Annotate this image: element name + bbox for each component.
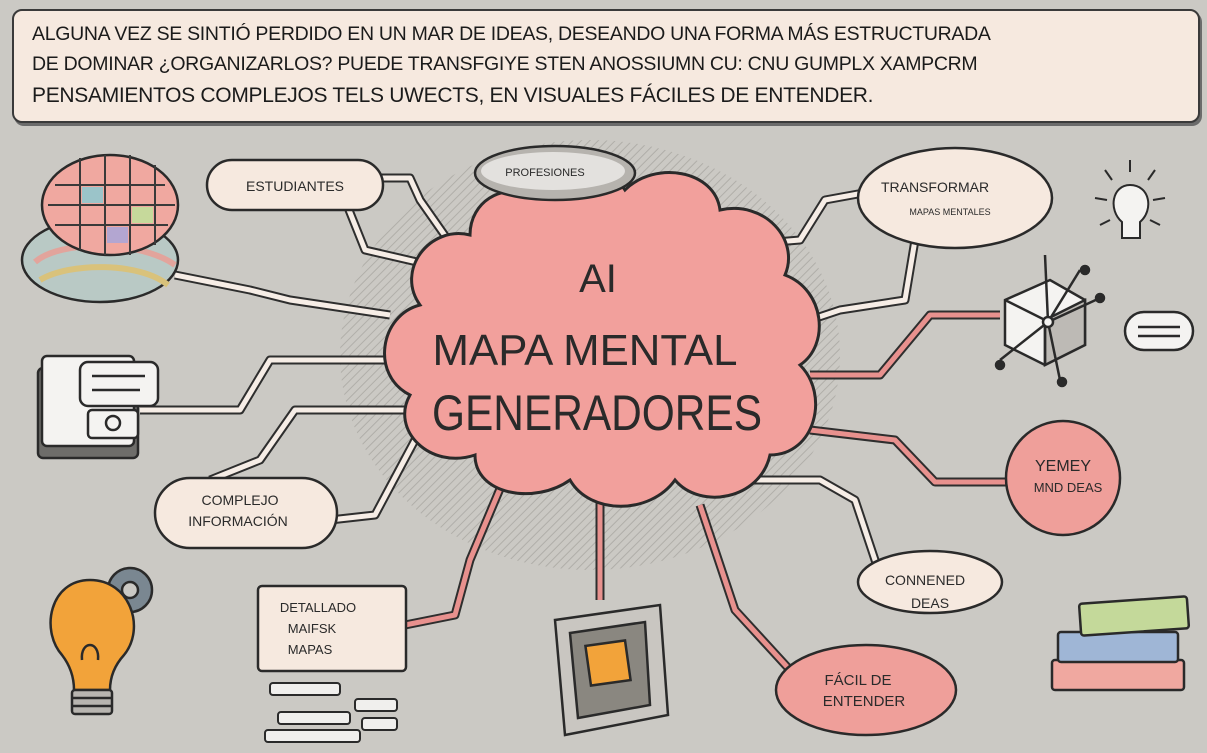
node-transformar: TRANSFORMAR MAPAS MENTALES [856, 146, 1054, 250]
node-detallado: DETALLADO MAIFSK MAPAS [256, 584, 408, 743]
tablet-icon [553, 603, 670, 737]
estudiantes-label: ESTUDIANTES [246, 178, 344, 194]
detallado-label-2: MAIFSK [288, 621, 337, 636]
books-icon [1050, 595, 1191, 692]
connened-label-2: DEAS [911, 595, 949, 611]
connened-label-1: CONNENED [885, 572, 965, 588]
facil-label-1: FÁCIL DE [825, 672, 892, 689]
node-facil: FÁCIL DE ENTENDER [774, 643, 958, 737]
complejo-label-1: COMPLEJO [201, 492, 278, 508]
node-yemey: YEMEY MND DEAS [1004, 419, 1122, 537]
chat-window-icon [36, 354, 160, 460]
facil-label-2: ENTENDER [823, 693, 906, 710]
network-cube-icon [994, 254, 1106, 388]
yemey-label-1: YEMEY [1035, 458, 1091, 475]
brain-icon [20, 153, 180, 304]
node-connened: CONNENED DEAS [856, 549, 1004, 615]
profesiones-label: PROFESIONES [505, 167, 584, 179]
lightbulb-gear-icon [49, 566, 154, 716]
banner-line-3: PENSAMIENTOS COMPLEJOS TELS UWECTS, EN V… [32, 84, 874, 107]
detallado-label-1: DETALLADO [280, 600, 356, 615]
center-title-ai: AI [579, 257, 617, 301]
banner-line-2: DE DOMINAR ¿ORGANIZARLOS? PUEDE TRANSFGI… [32, 53, 978, 75]
transformar-label-2: MAPAS MENTALES [909, 207, 990, 217]
central-cloud: AI MAPA MENTAL GENERADORES [383, 168, 821, 508]
node-complejo: COMPLEJO INFORMACIÓN [153, 476, 339, 550]
banner-line-1: ALGUNA VEZ SE SINTIÓ PERDIDO EN UN MAR D… [32, 23, 991, 45]
transformar-label-1: TRANSFORMAR [881, 179, 989, 195]
yemey-label-2: MND DEAS [1034, 480, 1103, 495]
center-title-line2: MAPA MENTAL [433, 326, 738, 375]
node-estudiantes: ESTUDIANTES [205, 158, 385, 212]
complejo-label-2: INFORMACIÓN [188, 513, 288, 529]
detallado-label-3: MAPAS [288, 642, 333, 657]
node-profesiones: PROFESIONES [473, 144, 637, 202]
pill-icon [1123, 310, 1195, 352]
intro-banner: ALGUNA VEZ SE SINTIÓ PERDIDO EN UN MAR D… [12, 9, 1200, 123]
lightbulb-rays-icon [1094, 160, 1166, 239]
center-title-line3: GENERADORES [432, 385, 762, 441]
